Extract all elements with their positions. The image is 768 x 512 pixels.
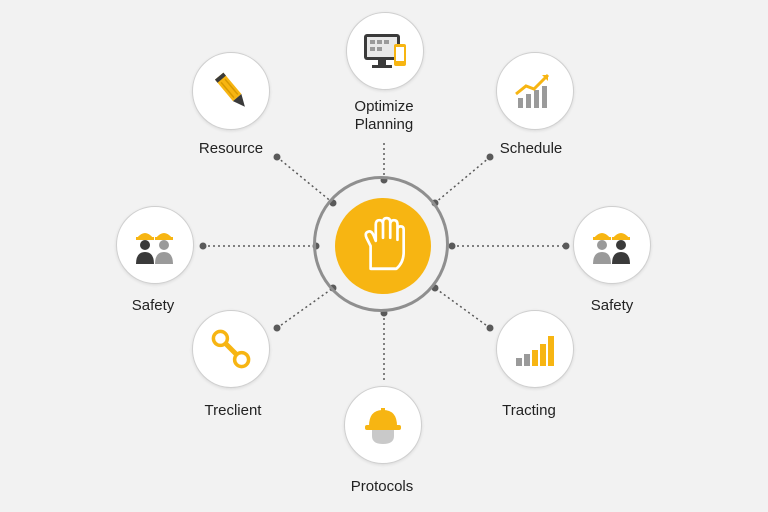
node-label-tracting: Tracting <box>502 402 556 419</box>
growth-chart-icon <box>515 73 550 108</box>
node-protocols[interactable] <box>344 386 422 464</box>
connector-dot <box>486 153 494 161</box>
node-label-protocols: Protocols <box>350 478 414 495</box>
node-resource[interactable] <box>192 52 270 130</box>
monitor-icon <box>364 34 406 68</box>
connector-dot <box>199 242 207 250</box>
connector-dot <box>273 324 281 332</box>
connector-lower-left <box>276 287 334 329</box>
node-optimize-planning[interactable] <box>346 12 424 90</box>
connector-dot <box>562 242 570 250</box>
pencil-icon <box>214 72 245 107</box>
node-label-treclient: Treclient <box>204 402 262 419</box>
connector-dot <box>273 153 281 161</box>
node-treclient[interactable] <box>192 310 270 388</box>
hardhat-icon <box>365 408 401 444</box>
node-schedule[interactable] <box>496 52 574 130</box>
hub[interactable] <box>335 198 431 294</box>
node-label-resource: Resource <box>198 140 264 157</box>
workers-icon <box>136 233 173 264</box>
connector-upper-right <box>434 156 491 204</box>
node-tracting[interactable] <box>496 310 574 388</box>
hub-ring <box>313 176 449 312</box>
node-label-safety-right: Safety <box>590 297 634 314</box>
wrench-icon <box>211 329 251 369</box>
glove-icon <box>364 216 406 271</box>
node-label-schedule: Schedule <box>499 140 563 157</box>
connector-lower-right <box>434 287 491 329</box>
node-label-safety-left: Safety <box>131 297 175 314</box>
workers-icon <box>593 233 630 264</box>
node-label-optimize-planning: Optimize Planning <box>354 98 414 133</box>
connector-dot <box>448 242 456 250</box>
connector-dot <box>486 324 494 332</box>
bar-chart-icon <box>516 336 554 366</box>
node-safety-left[interactable] <box>116 206 194 284</box>
connector-upper-left <box>276 156 334 204</box>
node-safety-right[interactable] <box>573 206 651 284</box>
